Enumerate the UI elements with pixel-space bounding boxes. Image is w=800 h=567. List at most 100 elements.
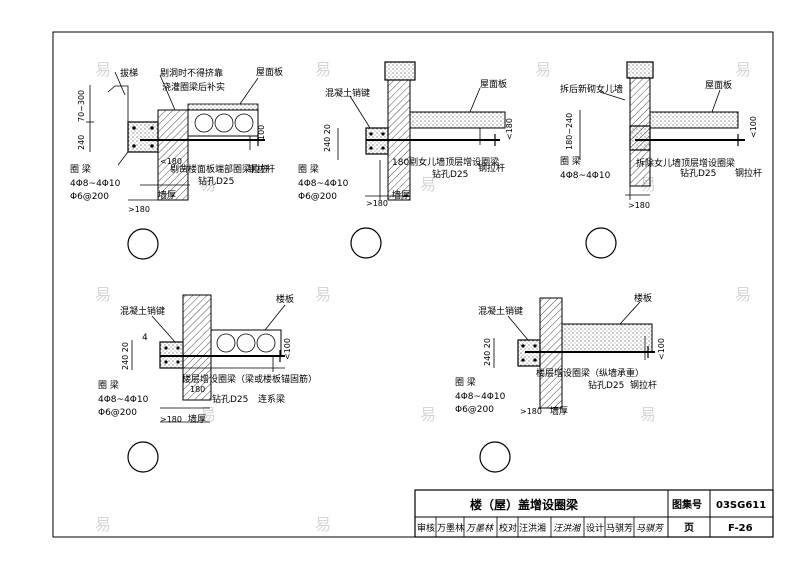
svg-text:易: 易 — [95, 60, 111, 79]
label-key: 混凝土销键 — [478, 305, 523, 317]
label-wall: 墙厚 — [158, 189, 176, 201]
ring-beam-section — [127, 121, 159, 153]
detail-1-marker — [127, 228, 159, 260]
label-bars: 4Φ8~4Φ10 — [298, 179, 349, 189]
svg-text:易: 易 — [420, 175, 436, 194]
label-beam: 连系梁 — [258, 393, 285, 405]
label-parapet: 拆后新砌女儿墙 — [560, 83, 623, 95]
label-wall: 墙厚 — [188, 413, 206, 425]
label-note3: 剔凿楼面板端部圈梁拉杆 — [170, 163, 269, 175]
dim-wall-min: >180 — [128, 205, 150, 214]
label-key: 混凝土销键 — [120, 305, 165, 317]
check-signature: 汪洪湘 — [553, 523, 582, 534]
svg-text:易: 易 — [640, 405, 656, 424]
drawing-title: 楼（屋）盖增设圈梁 — [470, 497, 578, 512]
dim-240: 240 — [77, 135, 86, 150]
dim-100: <180 — [505, 118, 514, 140]
svg-text:易: 易 — [95, 285, 111, 304]
page-number: F-26 — [728, 523, 753, 534]
detail-4: 混凝土销键 楼板 4 240 20 <100 圈 梁 4Φ8~4Φ10 Φ6@2… — [98, 293, 317, 473]
label-ring-beam: 圈 梁 — [560, 155, 581, 167]
label-stirrups: Φ6@200 — [70, 192, 109, 202]
detail-2-marker — [350, 227, 382, 259]
label-tie: 钢拉杆 — [248, 163, 275, 175]
label-tie: 钢拉杆 — [630, 379, 657, 391]
label-stirrups: Φ6@200 — [298, 192, 337, 202]
detail-1: 拔梯 剔洞时不得挤靠 浇灌圈梁后补实 屋面板 70~300 240 100 圈 … — [70, 66, 283, 260]
label-note2: 浇灌圈梁后补实 — [162, 81, 225, 93]
design-name: 马骐芳 — [606, 522, 633, 534]
dim-180: >180 — [366, 199, 388, 208]
label-wall: 墙厚 — [392, 189, 410, 201]
review-name: 万墨林 — [437, 522, 464, 534]
label-note1: 剔洞时不得挤靠 — [160, 67, 223, 79]
atlas-label: 图集号 — [672, 498, 702, 511]
label-slab: 楼板 — [634, 292, 652, 304]
detail-4-marker — [127, 441, 159, 473]
dim-hole: 180 — [190, 385, 205, 394]
label-bolt: 钻孔D25 — [680, 167, 716, 179]
label-note: 楼层增设圈梁（梁或楼板锚固筋） — [182, 373, 317, 385]
label-bars: 4Φ8~4Φ10 — [455, 392, 506, 402]
label-bolt: 钻孔D25 — [212, 393, 248, 405]
dim-100: <100 — [283, 338, 292, 360]
check-label: 校对 — [499, 522, 517, 534]
label-ring-beam: 圈 梁 — [455, 376, 476, 388]
label-stirrups: Φ6@200 — [455, 405, 494, 415]
design-label: 设计 — [586, 522, 604, 534]
svg-text:易: 易 — [315, 285, 331, 304]
detail-3: 拆后新砌女儿墙 屋面板 180~240 <100 圈 梁 4Φ8~4Φ10 拆除… — [560, 61, 762, 259]
label-note: 楼层增设圈梁（纵墙承重） — [536, 367, 644, 379]
label-bolt: 钻孔D25 — [588, 379, 624, 391]
sheet-border — [52, 31, 774, 538]
label-note: 拆除女儿墙顶层增设圈梁 — [636, 157, 735, 169]
detail-2: 混凝土销键 屋面板 240 20 <180 180剔女儿墙顶层增设圈梁 钻孔D2… — [298, 61, 514, 259]
label-note: 180剔女儿墙顶层增设圈梁 — [392, 156, 499, 168]
label-ring-beam: 圈 梁 — [98, 379, 119, 391]
svg-text:易: 易 — [420, 405, 436, 424]
label-wall: 墙厚 — [550, 405, 568, 417]
label-bolt: 钻孔D25 — [198, 175, 234, 187]
svg-text:易: 易 — [735, 60, 751, 79]
label-ring-beam: 圈 梁 — [70, 163, 91, 175]
label-slab: 屋面板 — [256, 66, 283, 78]
dim-180: >180 — [520, 407, 542, 416]
design-signature: 马骐芳 — [636, 523, 665, 534]
svg-text:易: 易 — [200, 405, 216, 424]
dim-4: 4 — [142, 333, 148, 343]
ring-beam-section — [629, 125, 651, 151]
label-bars: 4Φ8~4Φ10 — [560, 171, 611, 181]
check-name: 汪洪湘 — [519, 522, 546, 534]
svg-text:易: 易 — [315, 60, 331, 79]
label-ring-beam: 圈 梁 — [298, 163, 319, 175]
review-label: 审核 — [417, 522, 435, 534]
label-tie: 钢拉杆 — [735, 167, 762, 179]
label-tie: 钢拉杆 — [478, 162, 505, 174]
dim-240: 180~240 — [565, 113, 574, 150]
svg-text:易: 易 — [315, 515, 331, 534]
label-slab: 屋面板 — [480, 78, 507, 90]
label-top-steel: 拔梯 — [120, 67, 138, 79]
svg-text:易: 易 — [535, 60, 551, 79]
svg-text:易: 易 — [95, 515, 111, 534]
review-signature: 万墨林 — [466, 523, 494, 534]
detail-3-marker — [585, 227, 617, 259]
dim-100: <100 — [657, 338, 666, 360]
atlas-number: 03SG611 — [716, 500, 766, 511]
label-slab: 楼板 — [276, 293, 294, 305]
svg-text:易: 易 — [735, 285, 751, 304]
label-bars: 4Φ8~4Φ10 — [70, 179, 121, 189]
dim-240: 240 20 — [121, 342, 130, 370]
label-stirrups: Φ6@200 — [98, 408, 137, 418]
dim-height: 70~300 — [77, 90, 86, 122]
dim-100: <100 — [749, 116, 758, 138]
dim-hole: <180 — [160, 157, 182, 166]
title-block: 楼（屋）盖增设圈梁 图集号 03SG611 审核 万墨林 万墨林 校对 汪洪湘 … — [414, 489, 774, 538]
dim-180: >180 — [628, 201, 650, 210]
dim-240: 240 20 — [483, 338, 492, 366]
label-bolt: 钻孔D25 — [432, 168, 468, 180]
label-slab: 屋面板 — [705, 79, 732, 91]
watermark-layer: 易 易 易 易 易 易 易 易 易 易 易 易 易 易 易 — [95, 60, 751, 534]
page-label: 页 — [684, 522, 694, 534]
